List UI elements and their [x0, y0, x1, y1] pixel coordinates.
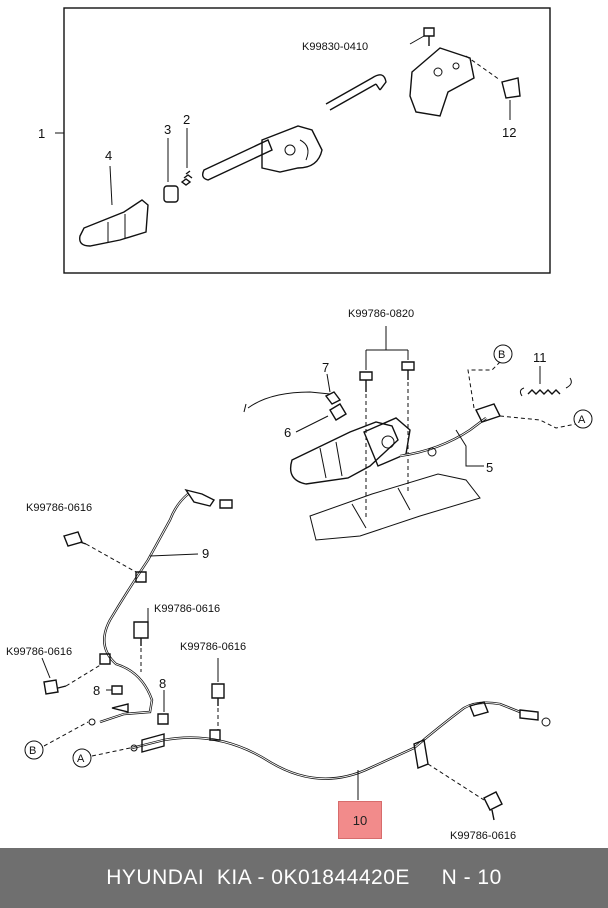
callout-3: 3 [164, 122, 171, 137]
lever-arm [201, 125, 323, 181]
callout-10: 10 [352, 812, 368, 828]
callout-6: 6 [284, 425, 291, 440]
bolt-10-part-number: K99786-0616 [450, 830, 516, 842]
callout-7: 7 [322, 360, 329, 375]
bolt-9-mid-part-number: K99786-0616 [154, 603, 220, 615]
connector-a-upper-label: A [578, 414, 586, 426]
switch-and-clip [295, 373, 347, 433]
callout-10-highlight: 10 [338, 801, 382, 839]
lever-mount-bolts [359, 326, 415, 520]
return-spring [519, 366, 572, 397]
bracket-clip-right [157, 690, 169, 725]
bolt-9-lower-part-number: K99786-0616 [6, 646, 72, 658]
spring-pin [180, 128, 193, 186]
connector-b-lower-label: B [29, 745, 36, 757]
lever-grip [79, 165, 149, 247]
connector-b-upper-label: B [498, 349, 505, 361]
bolt-9-mid [133, 608, 149, 672]
footer-part-caption: HYUNDAI KIA - 0K01844420E N - 10 [0, 848, 608, 908]
bracket-clip-left [106, 685, 123, 695]
callout-8-right: 8 [159, 676, 166, 691]
connector-b-upper: B [493, 344, 513, 364]
rear-cable-left [88, 488, 233, 726]
connector-a-lower: A [72, 747, 131, 768]
callout-11: 11 [533, 350, 547, 365]
lever-assembly-box [55, 7, 551, 274]
cable-guide-bracket [501, 77, 521, 120]
bolt-mid-part-number: K99786-0616 [180, 641, 246, 653]
front-cable [399, 361, 577, 467]
top-bolt-part-number: K99830-0410 [302, 41, 368, 53]
release-button [163, 138, 179, 203]
bolt-9-upper-part-number: K99786-0616 [26, 502, 92, 514]
callout-12: 12 [502, 125, 516, 140]
ratchet-rod [325, 74, 387, 111]
lever-bolts-part-number: K99786-0820 [348, 308, 414, 320]
bolt-10 [427, 763, 503, 821]
callout-1: 1 [38, 126, 45, 141]
callout-4: 4 [105, 148, 112, 163]
bolt-mid [211, 658, 225, 730]
parking-brake-diagram: 1 4 3 2 K99830-0410 [6, 7, 593, 842]
connector-a-upper: A [573, 409, 593, 429]
callout-9: 9 [202, 546, 209, 561]
rear-cable-right [130, 701, 551, 800]
connector-a-lower-label: A [77, 753, 85, 765]
connector-b-lower: B [24, 721, 89, 760]
bolt-9-upper [63, 531, 137, 573]
bolt-9-lower [41, 657, 103, 695]
lever-bracket [409, 27, 501, 117]
callout-2: 2 [183, 112, 190, 127]
callout-8-left: 8 [93, 683, 100, 698]
callout-5: 5 [486, 460, 493, 475]
floor-assembly [243, 391, 481, 541]
